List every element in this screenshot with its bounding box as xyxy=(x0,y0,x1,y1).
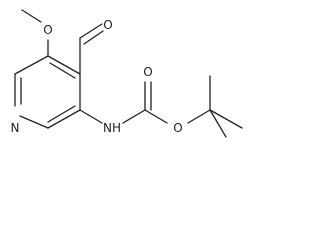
ester-oxygen-label: O xyxy=(173,121,182,135)
ring-bond-c3-c2 xyxy=(47,109,81,129)
bond-cho-o-double xyxy=(79,23,103,39)
formyl-group xyxy=(79,23,104,75)
bond-c3-nh xyxy=(79,109,103,124)
ring-nitrogen-label: N xyxy=(11,121,20,135)
bond-tbutyl-methyl-left xyxy=(209,109,227,138)
bond-cho-o-double-inner xyxy=(83,30,104,45)
bond-nh-carbonyl xyxy=(122,109,146,124)
carbonyl-oxygen-label: O xyxy=(143,65,152,79)
pyridine-ring xyxy=(14,55,81,129)
bond-o-methyl xyxy=(21,9,42,23)
aldehyde-oxygen-label: O xyxy=(103,18,112,32)
bond-carbonyl-o-ester xyxy=(144,109,168,124)
ring-bond-c5-c4 xyxy=(47,55,81,75)
boc-carbamate-group xyxy=(79,75,243,138)
ring-double-bond-c5-c4 xyxy=(49,62,76,79)
amine-nh-label: NH xyxy=(103,121,121,135)
bond-tbutyl-methyl-right xyxy=(209,109,243,129)
ring-double-bond-c3-c2 xyxy=(47,105,76,123)
methoxy-oxygen-label: O xyxy=(43,23,52,37)
methoxy-group xyxy=(21,9,49,57)
bond-o-tbutyl xyxy=(187,109,211,124)
ring-bond-c6-c5 xyxy=(14,55,49,75)
ring-bond-c2-n1 xyxy=(19,115,49,129)
chemical-structure-diagram: O O N NH O O xyxy=(11,9,243,138)
